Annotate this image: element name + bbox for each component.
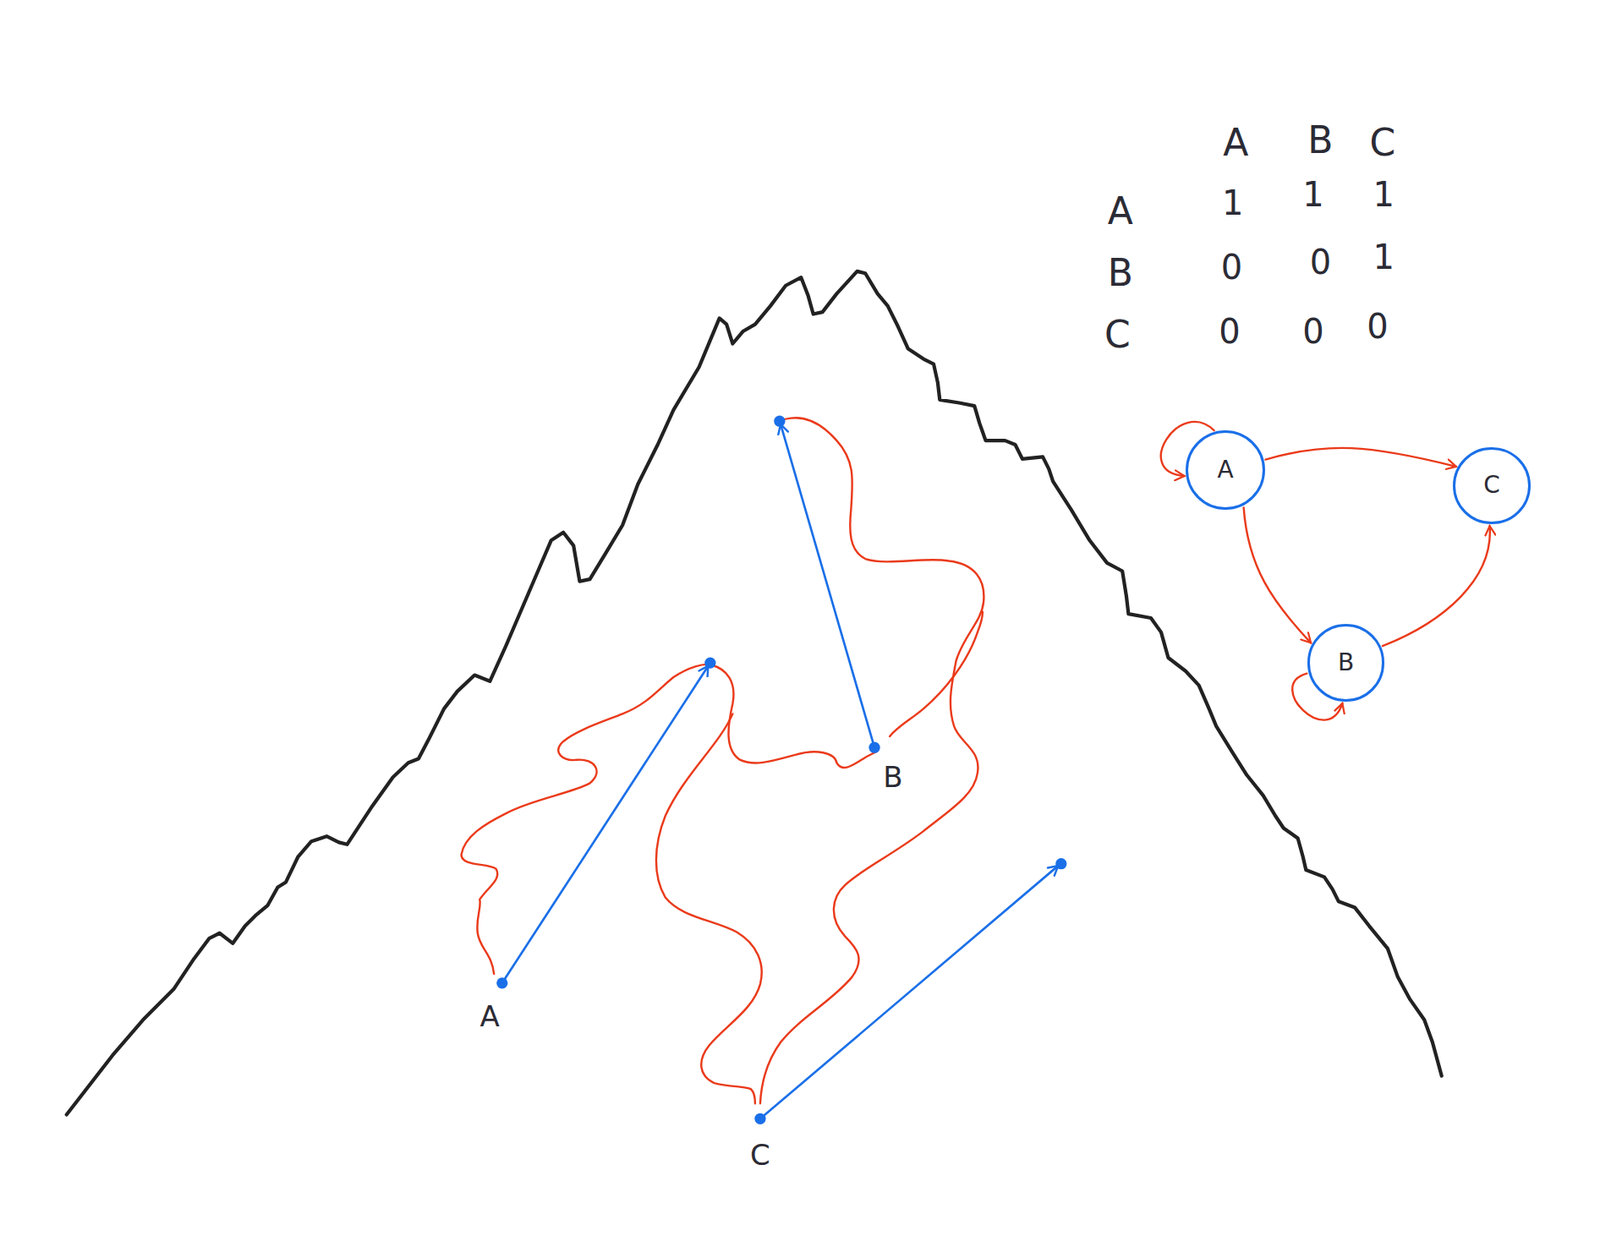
route-path	[656, 713, 762, 1104]
matrix-cell: 1	[1372, 238, 1394, 276]
route-path	[889, 612, 983, 737]
route-paths	[461, 417, 985, 1104]
mountain-outline	[66, 271, 1442, 1116]
matrix-header: C	[1369, 122, 1397, 164]
matrix-row-label: A	[1107, 191, 1134, 232]
point-dot	[1055, 858, 1067, 870]
matrix-header: B	[1307, 120, 1333, 161]
matrix-cell: 0	[1366, 307, 1388, 346]
route-path	[461, 664, 713, 975]
node-label: B	[1337, 650, 1354, 677]
point-dot	[773, 416, 785, 428]
graph-edge	[1265, 448, 1457, 467]
graph-edge	[1382, 526, 1491, 647]
graph-node: B	[1307, 624, 1386, 702]
point-dot	[754, 1113, 766, 1125]
point-label: C	[750, 1139, 771, 1172]
matrix-cell: 0	[1218, 312, 1240, 351]
graph-node: C	[1452, 447, 1531, 526]
matrix-row-label: C	[1104, 314, 1131, 356]
vector-arrow	[760, 865, 1058, 1119]
node-label: C	[1483, 472, 1501, 499]
matrix-cell: 0	[1309, 243, 1332, 281]
vectors	[496, 416, 1067, 1125]
matrix-header: A	[1222, 122, 1249, 164]
route-path	[760, 417, 984, 1104]
point-label: B	[882, 761, 903, 794]
matrix-cell: 1	[1302, 175, 1324, 214]
vector-arrow	[780, 424, 875, 748]
matrix-cell: 0	[1302, 312, 1324, 351]
node-label: A	[1217, 457, 1234, 484]
point-label: A	[480, 1001, 500, 1033]
graph-edge	[1243, 507, 1311, 643]
point-dot	[704, 657, 716, 669]
point-dot	[496, 977, 508, 989]
vector-arrow	[502, 666, 709, 984]
matrix-cell: 0	[1221, 248, 1243, 286]
point-dot	[868, 742, 880, 754]
route-path	[711, 664, 878, 768]
graph-node: A	[1185, 430, 1266, 510]
matrix-row-label: B	[1107, 252, 1134, 294]
matrix-cell: 1	[1221, 184, 1244, 222]
matrix-cell: 1	[1372, 175, 1394, 214]
